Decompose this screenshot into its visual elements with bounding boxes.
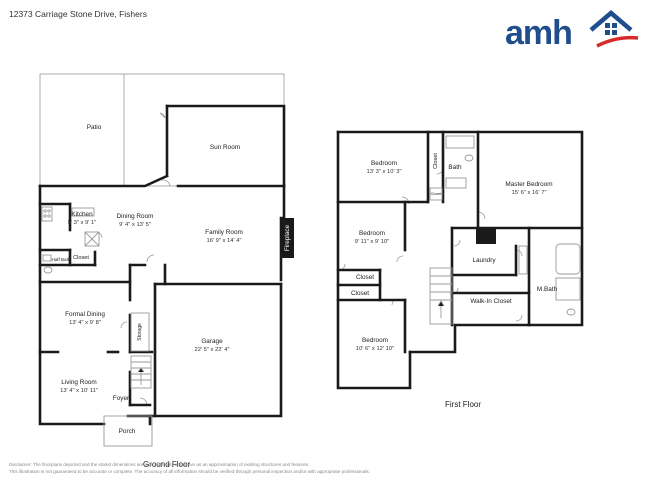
room-bedroom-2: Bedroom 9' 11" x 9' 10" [355,230,390,246]
room-dims: 9' 3" x 9' 1" [67,220,97,226]
room-name: Living Room [61,379,97,386]
room-closet-upper-1: Closet [432,153,440,169]
room-name: Dining Room [116,213,154,220]
room-bedroom-3: Bedroom 10' 6" x 12' 10" [356,337,394,353]
room-name: Formal Dining [65,311,105,318]
room-kitchen: Kitchen 9' 3" x 9' 1" [68,211,97,227]
kitchen-island [84,231,100,247]
room-dims: 16' 9" x 14' 4" [206,238,242,244]
room-porch: Porch [119,428,136,436]
room-name: M.Bath [536,286,558,293]
room-closet-upper-2: Closet [431,190,442,198]
room-living-room: Living Room 13' 4" x 10' 11" [60,379,98,395]
room-name: Sun Room [209,144,241,151]
address-header: 12373 Carriage Stone Drive, Fishers [9,9,147,19]
room-bath: Bath [448,164,461,172]
room-name: Foyer [112,395,130,402]
room-name: Closet [355,274,375,281]
room-name: Bedroom [359,230,385,237]
room-garage: Garage 22' 5" x 22' 4" [194,338,229,354]
room-dining-room: Dining Room 9' 4" x 13' 5" [117,213,154,229]
disclaimer-line-1: Disclaimer: The floorplans depicted and … [9,462,310,467]
disclaimer-line-2: This illustration is not guaranteed to b… [9,469,370,474]
room-closet-ground: Closet [73,254,89,262]
chimney-block [476,228,496,244]
room-closet-upper-3: Closet [356,274,374,282]
room-dims: 13' 3" x 10' 3" [366,169,402,175]
patio-outline [39,73,285,187]
room-laundry: Laundry [472,257,495,265]
room-closet-upper-4: Closet [351,290,369,298]
room-dims: 13' 4" x 10' 11" [60,388,98,394]
room-name: Bedroom [371,160,397,167]
porch-outline [103,415,153,447]
room-name: Half Bath [51,257,71,262]
room-name: Bedroom [362,337,388,344]
room-name: Family Room [205,229,243,236]
ground-floor-title: Ground Floor [143,460,191,469]
logo-text: amh [505,14,573,52]
room-storage: Storage [136,323,144,341]
ground-stairs [130,355,152,389]
room-name: Kitchen [71,211,93,218]
room-name: Patio [86,124,102,131]
room-name: Laundry [472,257,496,264]
room-dims: 13' 4" x 9' 8" [69,320,101,326]
room-dims: 9' 11" x 9' 10" [354,239,390,245]
room-name: Garage [201,338,223,345]
room-formal-dining: Formal Dining 13' 4" x 9' 8" [65,311,105,327]
room-dims: 22' 5" x 22' 4" [194,347,230,353]
first-floor-stairs [429,267,453,325]
room-fireplace: Fireplace [284,225,292,251]
room-name: Storage [137,323,143,341]
room-patio: Patio [87,124,102,132]
amh-logo: amh [505,8,640,52]
room-name: Bath [448,164,462,171]
room-name: Closet [350,290,370,297]
room-half-bath: Half Bath [52,257,71,262]
room-dims: 9' 4" x 13' 5" [119,222,151,228]
room-name: Porch [118,428,136,435]
room-walk-in-closet: Walk-In Closet [470,298,511,306]
room-foyer: Foyer [113,395,129,403]
room-dims: 10' 6" x 12' 10" [355,346,395,352]
house-roof-icon [589,10,639,48]
sunroom-wall [165,104,286,188]
room-dims: 15' 6" x 16' 7" [511,190,547,196]
room-bedroom-1: Bedroom 13' 3" x 10' 3" [366,160,401,176]
room-name: Master Bedroom [505,181,553,188]
room-name: Closet [73,255,89,261]
room-name: Walk-In Closet [470,298,512,305]
room-name: Closet [430,192,442,196]
fireplace-block [281,218,294,258]
room-family-room: Family Room 16' 9" x 14' 4" [205,229,243,245]
room-master-bedroom: Master Bedroom 15' 6" x 16' 7" [505,181,552,197]
room-name: Fireplace [284,224,291,252]
room-name: Closet [433,153,439,169]
first-floor-title: First Floor [445,400,481,409]
room-master-bath: M.Bath [537,286,557,294]
room-sun-room: Sun Room [210,144,240,152]
